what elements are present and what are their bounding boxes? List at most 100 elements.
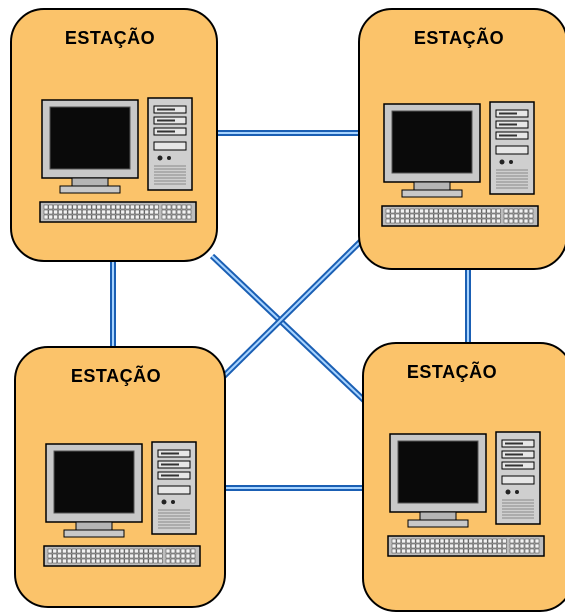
key <box>62 553 67 559</box>
key <box>149 204 154 210</box>
key <box>149 214 154 220</box>
key <box>390 213 396 219</box>
key <box>476 218 482 224</box>
key <box>385 213 391 219</box>
key <box>468 548 474 554</box>
key <box>82 209 87 215</box>
key <box>448 213 453 219</box>
key <box>114 553 120 559</box>
key <box>508 208 514 214</box>
key <box>96 204 102 210</box>
key <box>425 538 430 544</box>
key <box>519 543 525 549</box>
key <box>444 543 450 549</box>
key <box>43 204 49 210</box>
key <box>514 543 520 549</box>
key <box>86 558 91 564</box>
key <box>119 548 125 554</box>
key <box>161 214 167 220</box>
key <box>503 213 509 219</box>
key <box>395 218 400 224</box>
key <box>390 208 396 214</box>
key <box>43 214 49 220</box>
computer-drawing <box>39 97 197 223</box>
key <box>472 213 477 219</box>
drive-slot <box>499 112 517 115</box>
key <box>143 553 149 559</box>
key <box>472 208 477 214</box>
key <box>71 553 77 559</box>
key <box>144 214 150 220</box>
key <box>101 214 106 220</box>
floppy-drive <box>157 485 191 495</box>
key <box>462 218 468 224</box>
key <box>534 548 540 554</box>
key <box>58 204 63 210</box>
key <box>434 538 440 544</box>
key <box>48 204 54 210</box>
key <box>523 208 529 214</box>
key <box>138 558 144 564</box>
key <box>130 204 135 210</box>
key <box>425 548 430 554</box>
monitor-base <box>407 519 469 528</box>
key <box>101 204 106 210</box>
station-label: ESTAÇÃO <box>406 362 498 382</box>
key <box>115 209 121 215</box>
key <box>57 558 62 564</box>
key <box>406 538 411 544</box>
key <box>396 543 402 549</box>
key <box>534 543 540 549</box>
key <box>91 209 97 215</box>
key <box>449 538 454 544</box>
key <box>430 538 435 544</box>
key <box>144 204 150 210</box>
key <box>66 558 72 564</box>
key <box>114 558 120 564</box>
key <box>444 548 450 554</box>
key <box>86 209 92 215</box>
key <box>467 213 472 219</box>
key <box>449 548 454 554</box>
key <box>487 548 493 554</box>
key <box>404 213 410 219</box>
drive-slot <box>161 463 179 466</box>
key <box>144 209 150 215</box>
key <box>457 208 463 214</box>
key <box>443 218 448 224</box>
key <box>96 209 102 215</box>
monitor-screen <box>53 450 135 514</box>
key <box>175 553 181 559</box>
station-label: ESTAÇÃO <box>413 28 505 48</box>
key <box>139 214 145 220</box>
station-node-top-right: ESTAÇÃO <box>358 8 565 270</box>
key <box>134 548 139 554</box>
drive-slot <box>161 474 179 477</box>
key <box>125 204 130 210</box>
key <box>110 209 116 215</box>
key <box>452 208 458 214</box>
key <box>502 543 507 549</box>
drive-slot <box>161 452 179 455</box>
key <box>158 548 163 554</box>
monitor <box>41 99 139 194</box>
key <box>130 209 135 215</box>
key <box>487 543 493 549</box>
station-label: ESTAÇÃO <box>70 366 162 386</box>
key <box>478 543 483 549</box>
floppy-drive <box>501 475 535 485</box>
key <box>448 218 453 224</box>
key <box>100 553 106 559</box>
key <box>492 543 498 549</box>
key <box>86 214 92 220</box>
key <box>518 208 524 214</box>
key <box>430 543 435 549</box>
key <box>58 214 63 220</box>
key <box>62 209 68 215</box>
key <box>409 213 415 219</box>
key <box>76 558 82 564</box>
reset-button <box>509 160 513 164</box>
key <box>430 548 435 554</box>
key <box>110 214 116 220</box>
